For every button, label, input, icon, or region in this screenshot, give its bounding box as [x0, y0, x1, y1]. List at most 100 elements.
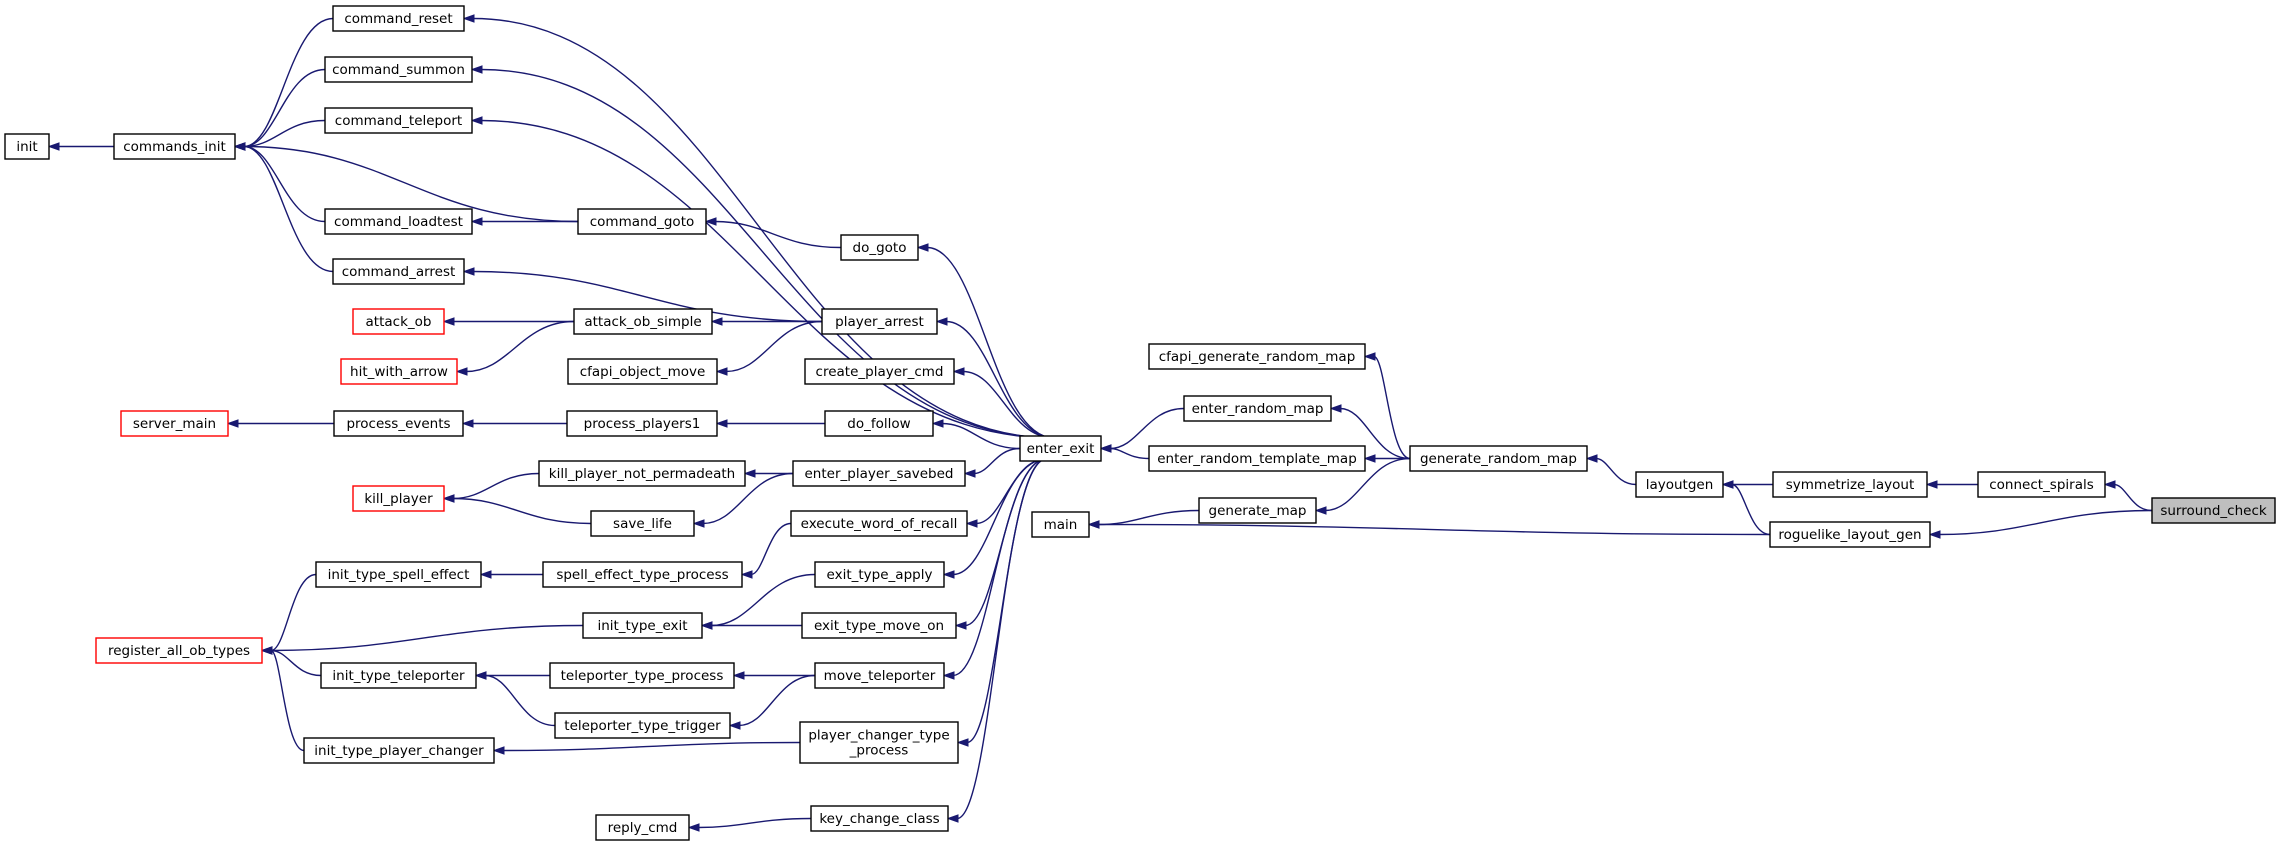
node-label: exit_type_move_on — [814, 618, 944, 634]
node-box — [1198, 497, 1317, 524]
node-command-reset[interactable]: command_reset — [332, 5, 465, 32]
node-surround-check[interactable]: surround_check — [2151, 497, 2276, 524]
node-label: commands_init — [123, 139, 226, 155]
node-box — [573, 308, 713, 335]
node-save-life[interactable]: save_life — [590, 510, 695, 537]
edge-generate-random-map-to-layoutgen — [1595, 457, 1637, 486]
node-label: process_events — [346, 416, 450, 432]
node-init[interactable]: init — [4, 133, 50, 160]
node-init-type-teleporter[interactable]: init_type_teleporter — [320, 662, 477, 689]
node-main[interactable]: main — [1031, 511, 1090, 538]
node-attack-ob[interactable]: attack_ob — [352, 308, 445, 335]
node-label: command_goto — [590, 214, 695, 230]
node-box — [590, 510, 695, 537]
node-teleporter-type-trigger[interactable]: teleporter_type_trigger — [554, 712, 731, 739]
node-cfapi-object-move[interactable]: cfapi_object_move — [567, 358, 718, 385]
node-box — [801, 612, 957, 639]
node-label: _process — [849, 743, 909, 759]
node-box — [595, 814, 690, 841]
node-hit-with-arrow[interactable]: hit_with_arrow — [340, 358, 458, 385]
edge-init-type-player-changer-to-player-changer-type-process — [502, 741, 801, 752]
node-command-arrest[interactable]: command_arrest — [332, 258, 465, 285]
node-connect-spirals[interactable]: connect_spirals — [1977, 471, 2106, 498]
node-box — [324, 208, 473, 235]
node-label: hit_with_arrow — [350, 364, 448, 380]
node-label: do_follow — [847, 416, 910, 432]
node-server-main[interactable]: server_main — [120, 410, 229, 437]
node-process-players1[interactable]: process_players1 — [566, 410, 718, 437]
arrowhead — [743, 469, 756, 478]
arrowhead — [954, 621, 967, 630]
node-box — [4, 133, 50, 160]
node-kill-player[interactable]: kill_player — [352, 485, 445, 512]
edge-save-life-to-enter-player-savebed — [702, 472, 794, 525]
node-box — [821, 308, 938, 335]
node-enter-random-template-map[interactable]: enter_random_template_map — [1148, 445, 1366, 472]
node-command-goto[interactable]: command_goto — [577, 208, 707, 235]
edge-spell-effect-type-process-to-execute-word-of-recall — [750, 522, 792, 576]
node-label: spell_effect_type_process — [556, 567, 728, 583]
node-label: init — [16, 139, 37, 155]
arrowhead — [233, 142, 246, 151]
node-create-player-cmd[interactable]: create_player_cmd — [804, 358, 955, 385]
node-box — [1183, 395, 1332, 422]
node-roguelike-layout-gen[interactable]: roguelike_layout_gen — [1769, 521, 1931, 548]
node-box — [320, 662, 477, 689]
node-spell-effect-type-process[interactable]: spell_effect_type_process — [542, 561, 743, 588]
node-box — [333, 410, 464, 437]
arrowhead — [2103, 480, 2116, 489]
node-player-arrest[interactable]: player_arrest — [821, 308, 938, 335]
node-box — [1635, 471, 1724, 498]
node-command-summon[interactable]: command_summon — [324, 56, 473, 83]
node-label: execute_word_of_recall — [801, 516, 958, 532]
node-exit-type-move-on[interactable]: exit_type_move_on — [801, 612, 957, 639]
arrowhead — [462, 14, 475, 23]
edge-player-changer-type-process-to-enter-exit — [966, 458, 1047, 744]
node-label: generate_random_map — [1420, 451, 1577, 467]
node-enter-player-savebed[interactable]: enter_player_savebed — [792, 460, 966, 487]
call-graph-nodes: init commands_init command_reset command_su… — [4, 5, 2276, 841]
node-process-events[interactable]: process_events — [333, 410, 464, 437]
node-init-type-player-changer[interactable]: init_type_player_changer — [303, 737, 495, 764]
node-reply-cmd[interactable]: reply_cmd — [595, 814, 690, 841]
node-init-type-spell-effect[interactable]: init_type_spell_effect — [315, 561, 482, 588]
node-commands-init[interactable]: commands_init — [113, 133, 236, 160]
node-box — [1769, 521, 1931, 548]
node-cfapi-generate-random-map[interactable]: cfapi_generate_random_map — [1148, 343, 1366, 370]
edge-move-teleporter-to-enter-exit — [952, 458, 1047, 677]
node-attack-ob-simple[interactable]: attack_ob_simple — [573, 308, 713, 335]
node-command-teleport[interactable]: command_teleport — [324, 107, 473, 134]
node-enter-exit[interactable]: enter_exit — [1019, 435, 1102, 462]
node-box — [810, 805, 949, 832]
node-teleporter-type-process[interactable]: teleporter_type_process — [549, 662, 735, 689]
node-symmetrize-layout[interactable]: symmetrize_layout — [1772, 471, 1928, 498]
node-label: kill_player — [364, 491, 433, 507]
node-generate-map[interactable]: generate_map — [1198, 497, 1317, 524]
node-command-loadtest[interactable]: command_loadtest — [324, 208, 473, 235]
node-box — [324, 107, 473, 134]
arrowhead — [942, 671, 955, 680]
node-exit-type-apply[interactable]: exit_type_apply — [814, 561, 945, 588]
edge-reply-cmd-to-key-change-class — [697, 817, 812, 829]
edge-init-type-exit-to-exit-type-apply — [710, 573, 816, 627]
node-register-all-ob-types[interactable]: register_all_ob_types — [95, 637, 263, 664]
node-key-change-class[interactable]: key_change_class — [810, 805, 949, 832]
node-execute-word-of-recall[interactable]: execute_word_of_recall — [790, 510, 968, 537]
node-do-follow[interactable]: do_follow — [824, 410, 934, 437]
node-box — [303, 737, 495, 764]
node-do-goto[interactable]: do_goto — [840, 234, 919, 261]
arrowhead — [728, 721, 741, 730]
node-player-changer-type-process[interactable]: player_changer_type_process — [799, 721, 959, 764]
node-layoutgen[interactable]: layoutgen — [1635, 471, 1724, 498]
edge-enter-exit-to-enter-random-template-map — [1109, 447, 1150, 460]
node-enter-random-map[interactable]: enter_random_map — [1183, 395, 1332, 422]
edge-enter-random-map-to-generate-random-map — [1339, 407, 1411, 460]
node-generate-random-map[interactable]: generate_random_map — [1409, 445, 1588, 472]
arrowhead — [260, 646, 273, 655]
node-move-teleporter[interactable]: move_teleporter — [814, 662, 945, 689]
node-box — [824, 410, 934, 437]
node-init-type-exit[interactable]: init_type_exit — [582, 612, 703, 639]
node-kill-player-not-permadeath[interactable]: kill_player_not_permadeath — [538, 460, 746, 487]
edge-command-reset-to-enter-exit — [472, 17, 1055, 439]
edge-command-arrest-to-player-arrest — [472, 270, 823, 323]
